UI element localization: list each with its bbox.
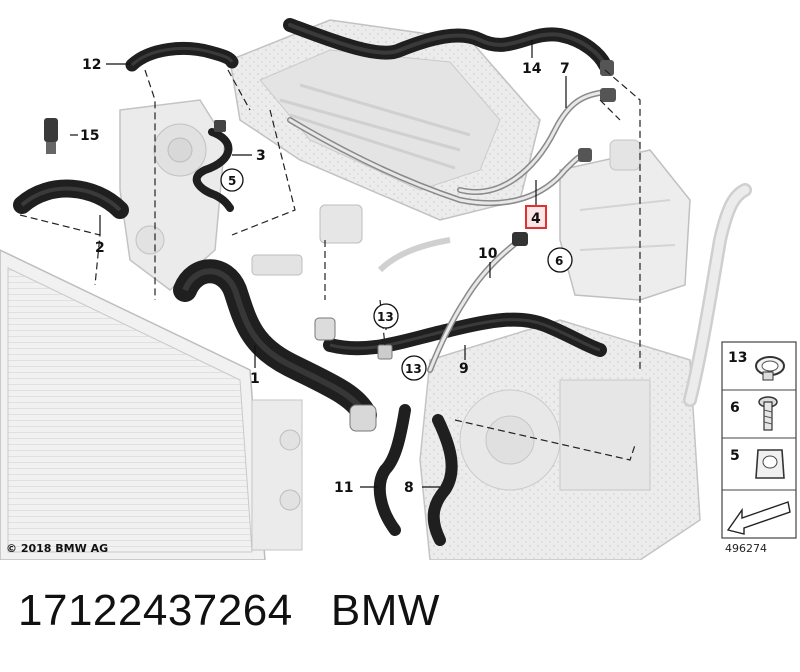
engine-block	[419, 319, 701, 560]
legend-item-5[interactable]: 5	[730, 448, 785, 479]
pipe-7	[457, 89, 608, 195]
callout-13a[interactable]: 13	[377, 310, 394, 324]
thermostat-valves	[251, 204, 451, 276]
hose-1	[173, 259, 377, 432]
legend-num-13: 13	[728, 350, 747, 366]
assembly-arrow-icon	[726, 501, 791, 535]
fitting-4-end	[578, 148, 592, 162]
legend-num-6: 6	[730, 400, 740, 416]
ghost-pipe-right	[683, 183, 752, 407]
hose-11	[373, 404, 411, 536]
fitting-14-end	[600, 60, 614, 76]
copyright-notice: © 2018 BMW AG	[6, 542, 109, 555]
hose-clamp-icon	[755, 356, 785, 381]
pipe-4	[287, 117, 588, 207]
part-number: 17122437264	[18, 586, 293, 635]
bolt-icon	[758, 396, 778, 431]
callout-14[interactable]: 14	[522, 61, 542, 77]
callout-4-highlight[interactable]: 4	[525, 205, 547, 229]
callout-4[interactable]: 4	[531, 211, 541, 227]
brand-name: BMW	[330, 586, 440, 635]
pipe-10	[427, 237, 523, 373]
callout-10[interactable]: 10	[478, 246, 498, 262]
callout-6[interactable]: 6	[555, 254, 563, 268]
fitting-10-end	[512, 232, 528, 246]
callout-12[interactable]: 12	[82, 57, 101, 73]
expansion-tank	[559, 139, 691, 301]
callout-1[interactable]: 1	[250, 371, 260, 387]
callout-13b-circle[interactable]: 13	[401, 355, 427, 381]
hose-8	[427, 414, 458, 546]
legend-num-5: 5	[730, 448, 740, 464]
radiator	[0, 249, 303, 560]
hose-2	[13, 179, 129, 219]
hose-3	[192, 128, 234, 212]
callout-11[interactable]: 11	[334, 480, 353, 496]
t-connector	[377, 344, 393, 360]
callout-9[interactable]: 9	[459, 361, 469, 377]
callout-13a-circle[interactable]: 13	[373, 303, 399, 329]
parts-diagram: 12 15 3 2 1 14 7 10 9 11 8 4 5 6 13 13 1…	[0, 18, 797, 560]
callout-13b[interactable]: 13	[405, 362, 422, 376]
hose-clip-icon	[755, 449, 785, 479]
callout-5-circle[interactable]: 5	[220, 168, 244, 192]
legend-item-6[interactable]: 6	[730, 396, 778, 431]
callout-8[interactable]: 8	[404, 480, 414, 496]
sensor-15	[44, 118, 58, 154]
hose-12	[125, 42, 239, 72]
fitting-3-top	[214, 120, 226, 132]
callout-5[interactable]: 5	[228, 174, 236, 188]
assembly-dashes	[19, 69, 641, 461]
legend-item-13[interactable]: 13	[728, 350, 785, 381]
legend-panel: 13 6 5	[721, 341, 797, 539]
hose-14	[283, 18, 612, 72]
callout-3[interactable]: 3	[256, 148, 266, 164]
part-caption: 17122437264 BMW	[18, 586, 440, 636]
callout-6-circle[interactable]: 6	[547, 247, 573, 273]
callout-2[interactable]: 2	[95, 240, 105, 256]
fitting-7-end	[600, 88, 616, 102]
callout-7[interactable]: 7	[560, 61, 570, 77]
callout-15[interactable]: 15	[80, 128, 99, 144]
diagram-number: 496274	[725, 542, 767, 555]
